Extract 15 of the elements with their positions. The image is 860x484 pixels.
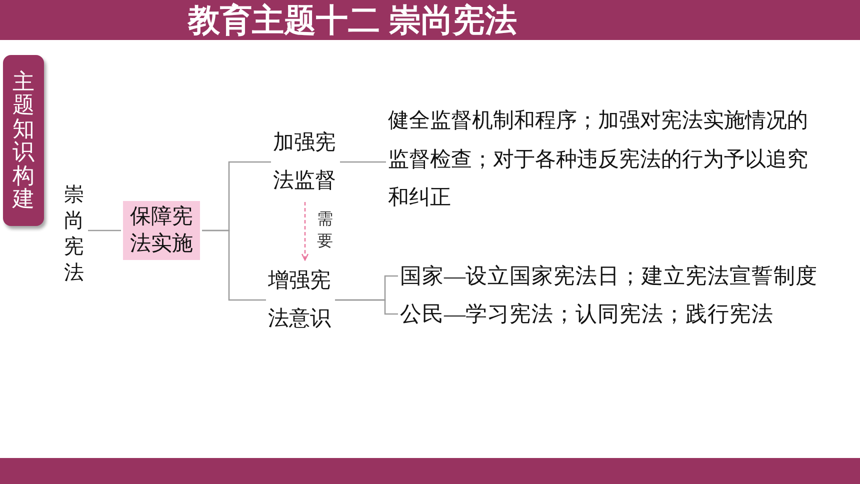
description-text: 公民—学习宪法；认同宪法；践行宪法 (400, 299, 774, 329)
topic-text: 崇尚宪法 (64, 182, 86, 286)
concept-box: 保障宪法实施 (123, 201, 200, 260)
description-text: 国家—设立国家宪法日；建立宪法宣誓制度 (400, 261, 818, 291)
connector-line (340, 161, 386, 163)
connector-line (335, 299, 398, 315)
connector-line (202, 230, 266, 301)
section-tab: 主题知识构建 (3, 55, 44, 226)
edge-label: 需要 (317, 210, 334, 252)
dashed-arrow (301, 202, 309, 261)
page-title: 教育主题十二 崇尚宪法 (188, 1, 517, 39)
connector-line (88, 230, 121, 232)
branch-text: 加强宪法监督 (273, 124, 338, 200)
description-text: 健全监督机制和程序；加强对宪法实施情况的监督检查；对于各种违反宪法的行为予以追究和纠正 (388, 101, 829, 216)
branch-text: 增强宪法意识 (268, 262, 333, 338)
